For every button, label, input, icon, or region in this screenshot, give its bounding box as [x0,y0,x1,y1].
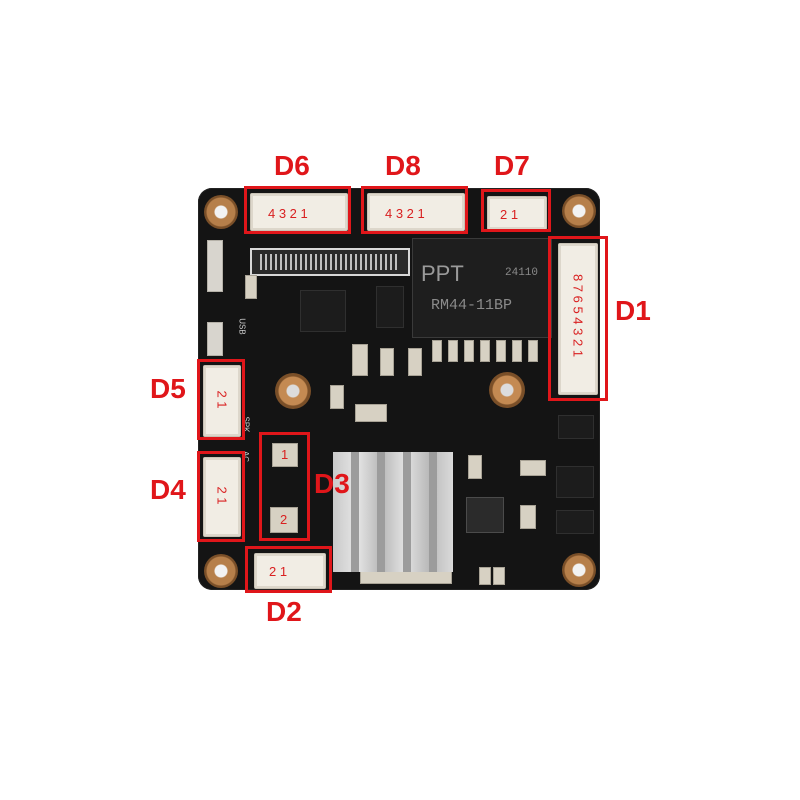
callout-box-d1 [548,236,608,401]
smd-component [352,344,368,376]
edge-pad [207,240,223,292]
smd-component [245,275,257,299]
callout-box-d2 [245,546,332,593]
transformer-leg [480,340,490,362]
pin-number-d3-1: 1 [281,447,289,462]
mounting-hole-top-right [562,194,596,228]
callout-box-d5 [197,359,245,440]
connector-d6: 4 3 2 1 [250,193,348,231]
brand-marking: PPT [421,261,464,286]
label-d3: D3 [314,468,350,499]
ethernet-transformer: PPT 24110 RM44-11BP [412,238,552,338]
transformer-leg [432,340,442,362]
transformer-leg [528,340,538,362]
transformer-leg [496,340,506,362]
ic-chip [558,415,594,439]
smd-component [520,505,536,529]
mounting-hole-center-left [275,373,311,409]
callout-box-d8 [361,186,468,234]
ribbon-cable-connector [250,248,410,276]
part-number-marking: RM44-11BP [431,297,513,314]
label-d2: D2 [266,596,302,627]
transformer-leg [464,340,474,362]
d3-pad-2: 2 [270,507,298,533]
smd-component [493,567,505,585]
edge-pad [207,322,223,356]
smd-component [479,567,491,585]
smd-component [380,348,394,376]
ic-chip [556,466,594,498]
mounting-hole-bottom-right [562,553,596,587]
label-d7: D7 [494,150,530,181]
transformer-leg [512,340,522,362]
label-d5: D5 [150,373,186,404]
crystal-oscillator [466,497,504,533]
ic-chip [300,290,346,332]
smd-component [330,385,344,409]
connector-d1: 8 7 6 5 4 3 2 1 [558,243,598,395]
mounting-hole-top-left [204,195,238,229]
pin-numbers-d8: 4 3 2 1 [385,206,425,221]
smd-component [468,455,482,479]
d3-pad-1: 1 [272,443,298,467]
callout-box-d7 [481,189,551,232]
pin-number-d3-2: 2 [280,512,288,527]
connector-d5: 2 1 [203,365,241,437]
heatsink [333,452,453,572]
part-code-marking: 24110 [505,267,539,279]
label-d1: D1 [615,295,651,326]
callout-box-d6 [244,186,351,234]
connector-d2: 2 1 [254,553,326,589]
pin-numbers-d7: 2 1 [500,207,519,222]
callout-box-d4 [197,451,245,542]
mounting-hole-center-right [489,372,525,408]
ic-chip [376,286,404,328]
connector-d8: 4 3 2 1 [367,193,465,231]
label-d8: D8 [385,150,421,181]
mounting-hole-bottom-left [204,554,238,588]
pin-numbers-d2: 2 1 [269,564,288,579]
smd-component [355,404,387,422]
smd-component [520,460,546,476]
ic-chip [556,510,594,534]
label-d4: D4 [150,474,186,505]
label-d6: D6 [274,150,310,181]
pin-numbers-d6: 4 3 2 1 [268,206,308,221]
connector-d4: 2 1 [203,457,241,537]
silkscreen-usb: USB [237,318,247,335]
transformer-leg [448,340,458,362]
callout-box-d3 [259,432,310,541]
smd-component [408,348,422,376]
